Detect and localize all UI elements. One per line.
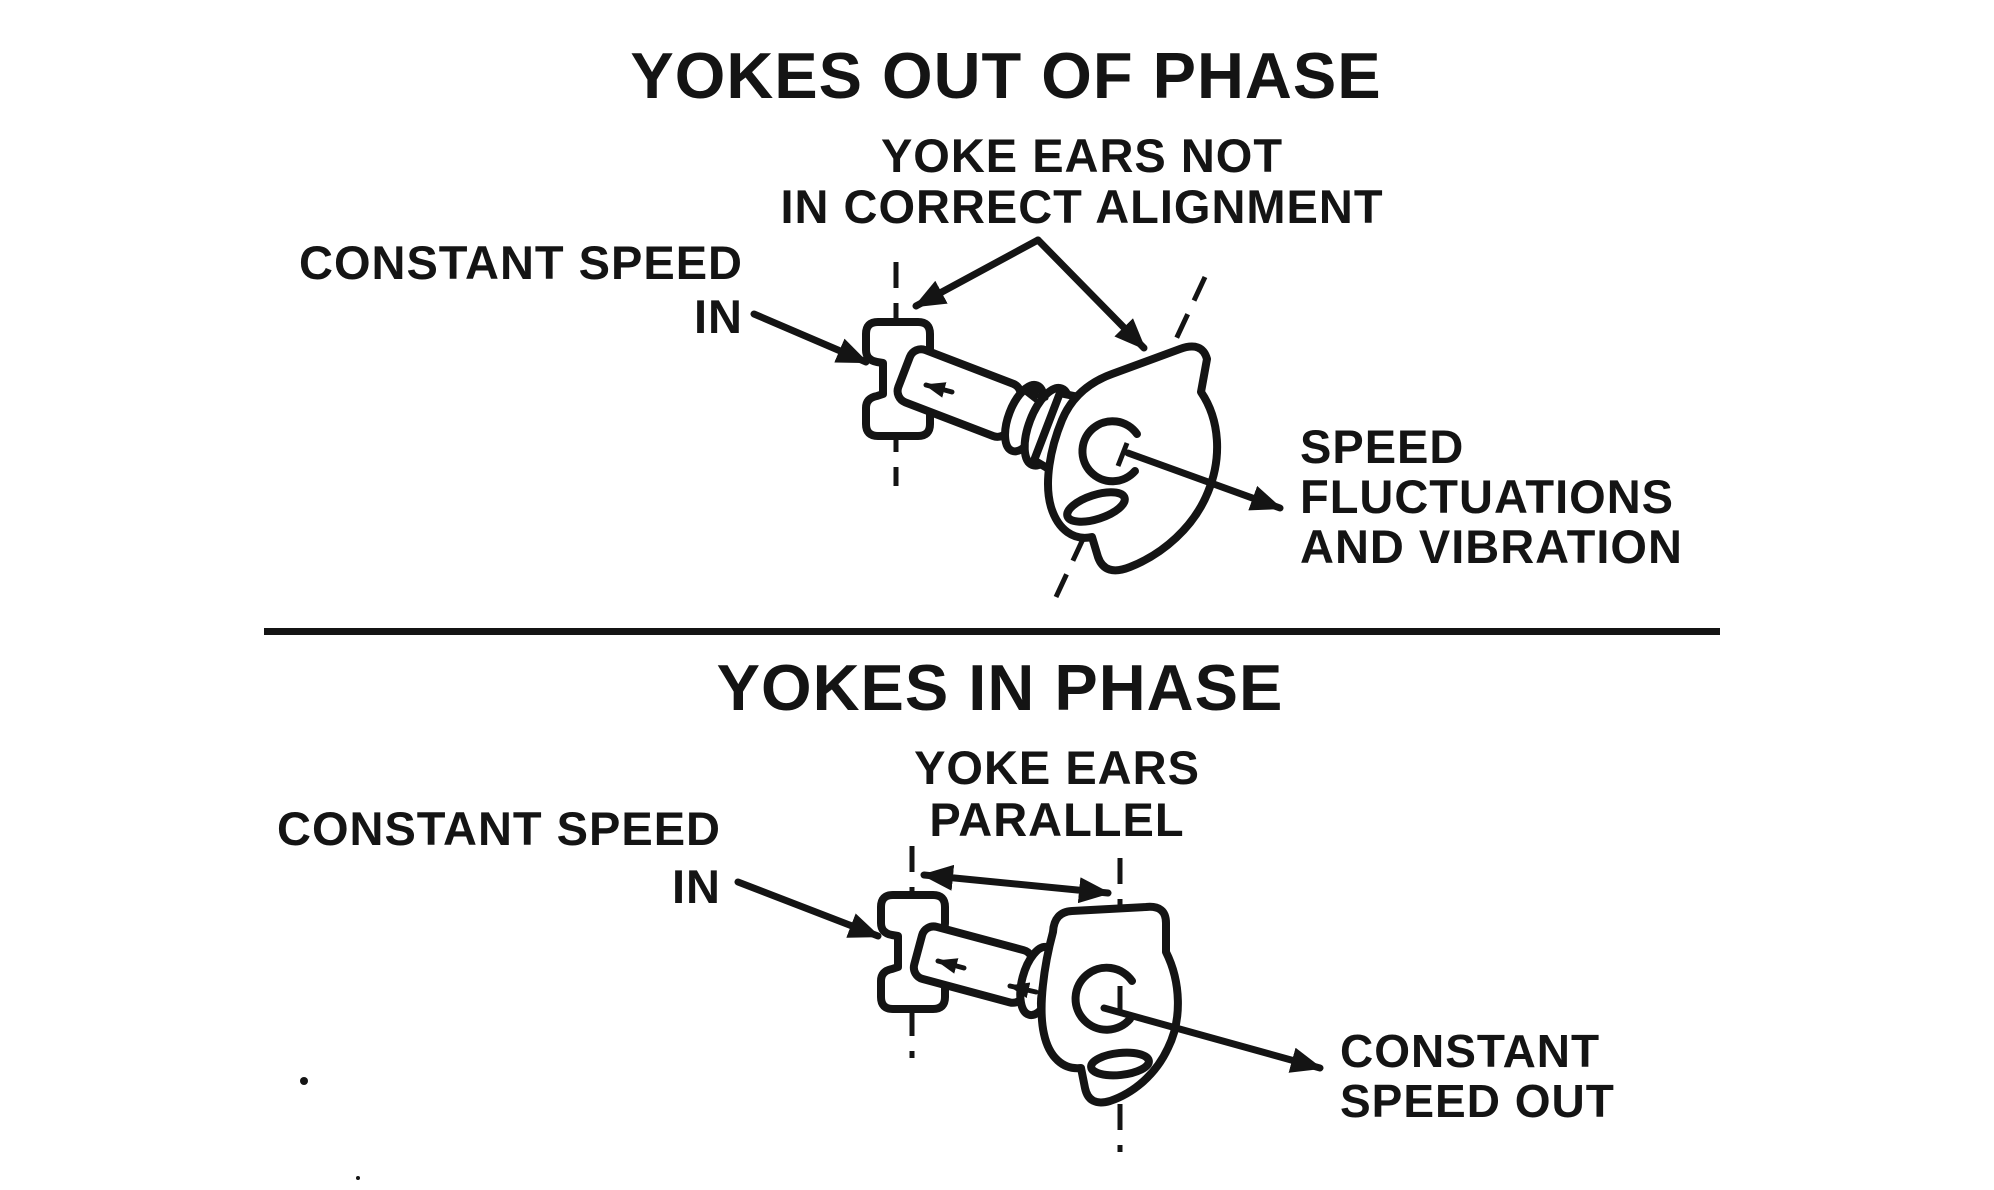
label-line: IN <box>672 860 721 913</box>
label-constant-speed-out: CONSTANT SPEED OUT <box>1340 1026 1840 1126</box>
label-line: PARALLEL <box>929 793 1185 846</box>
leader-arrow-constant-speed-out <box>1100 1004 1324 1073</box>
label-line: YOKE EARS NOT <box>880 129 1284 182</box>
shaft-rotation-arrow-icon <box>935 958 967 974</box>
leader-arrow-alignment-left <box>912 236 1042 310</box>
label-line: AND VIBRATION <box>1300 520 1683 573</box>
label-line: CONSTANT <box>1340 1025 1601 1077</box>
label-line: SPEED OUT <box>1340 1075 1615 1127</box>
bearing-cup-slot-bottom <box>1087 1048 1153 1080</box>
leader-arrow-speed-fluctuations <box>1124 449 1284 512</box>
bearing-bore-bottom <box>1071 963 1136 1034</box>
centerline-through-bore-top <box>1115 442 1130 467</box>
shaft-rotation-arrow-icon <box>1007 982 1039 999</box>
label-line: CONSTANT SPEED <box>299 236 743 289</box>
label-line: FLUCTUATIONS <box>1300 470 1675 523</box>
leader-arrow-constant-speed-in-top <box>750 310 870 366</box>
label-constant-speed-in-bottom: CONSTANT SPEED IN <box>221 800 721 916</box>
top-title-text: YOKES OUT OF PHASE <box>630 39 1382 112</box>
shaft-rotation-arrow-icon <box>923 382 955 398</box>
output-yoke-top <box>1044 342 1222 575</box>
out-of-phase-driveshaft <box>750 236 1284 599</box>
in-phase-driveshaft <box>734 846 1324 1152</box>
label-line: IN <box>694 290 743 343</box>
label-yoke-ears-not-aligned: YOKE EARS NOT IN CORRECT ALIGNMENT <box>582 130 1582 232</box>
label-line: IN CORRECT ALIGNMENT <box>780 180 1384 233</box>
bottom-section-title: YOKES IN PHASE <box>500 650 1500 725</box>
scan-speck <box>356 1176 360 1180</box>
label-yoke-ears-parallel: YOKE EARS PARALLEL <box>557 742 1557 846</box>
yoke-ears-parallel-dimension-arrow <box>920 864 1112 904</box>
bearing-cup-slot-top <box>1063 488 1129 526</box>
leader-arrow-constant-speed-in-bottom <box>734 878 882 940</box>
section-divider-line <box>264 628 1720 635</box>
top-section-title: YOKES OUT OF PHASE <box>506 38 1506 113</box>
bearing-bore-top <box>1078 417 1141 486</box>
scan-speck <box>300 1077 308 1085</box>
shaft-rotation-arrow-icon <box>1017 387 1049 404</box>
label-line: CONSTANT SPEED <box>277 802 721 855</box>
label-line: SPEED <box>1300 420 1465 473</box>
leader-arrow-alignment-right <box>1034 236 1148 352</box>
label-line: YOKE EARS <box>914 741 1200 794</box>
label-speed-fluctuations: SPEED FLUCTUATIONS AND VIBRATION <box>1300 422 1860 572</box>
label-constant-speed-in-top: CONSTANT SPEED IN <box>243 236 743 344</box>
bottom-title-text: YOKES IN PHASE <box>716 651 1284 724</box>
